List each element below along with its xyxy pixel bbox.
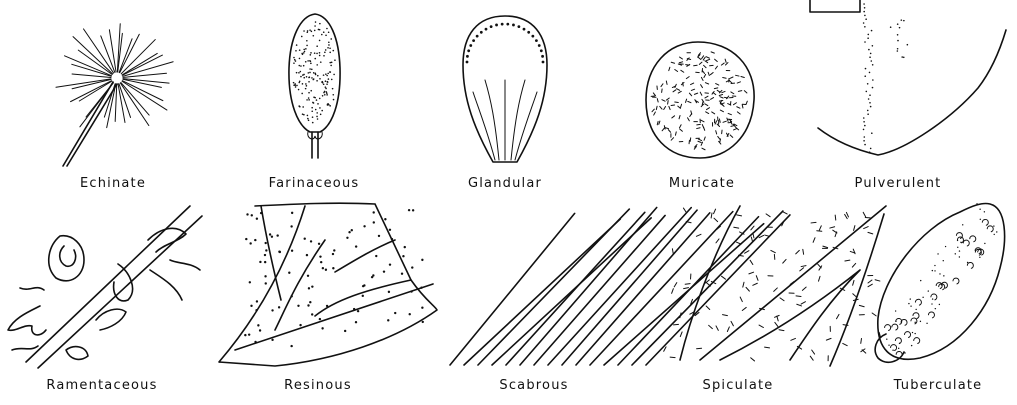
pulverulent-drawing (810, 0, 1010, 160)
farinaceous-drawing (270, 8, 360, 158)
spiculate-figure (660, 200, 890, 370)
pulverulent-figure (810, 0, 1010, 160)
glandular-label: Glandular (468, 176, 542, 191)
muricate-drawing (640, 38, 760, 163)
spiculate-label: Spiculate (703, 378, 774, 393)
tuberculate-drawing (860, 198, 1010, 370)
scabrous-label: Scabrous (499, 378, 568, 393)
resinous-drawing (215, 200, 440, 370)
muricate-label: Muricate (669, 176, 735, 191)
glandular-figure (455, 10, 555, 165)
echinate-label: Echinate (80, 176, 146, 191)
resinous-label: Resinous (284, 378, 352, 393)
glandular-drawing (455, 10, 555, 165)
tuberculate-label: Tuberculate (894, 378, 983, 393)
ramentaceous-label: Ramentaceous (46, 378, 157, 393)
farinaceous-figure (270, 8, 360, 158)
echinate-drawing (45, 18, 185, 168)
echinate-figure (45, 18, 185, 168)
spiculate-drawing (660, 200, 890, 370)
farinaceous-label: Farinaceous (269, 176, 360, 191)
resinous-figure (215, 200, 440, 370)
scabrous-drawing (440, 200, 660, 370)
ramentaceous-figure (0, 200, 210, 370)
pulverulent-label: Pulverulent (855, 176, 942, 191)
scabrous-figure (440, 200, 660, 370)
muricate-figure (640, 38, 760, 163)
tuberculate-figure (860, 198, 1010, 370)
ramentaceous-drawing (0, 200, 210, 370)
